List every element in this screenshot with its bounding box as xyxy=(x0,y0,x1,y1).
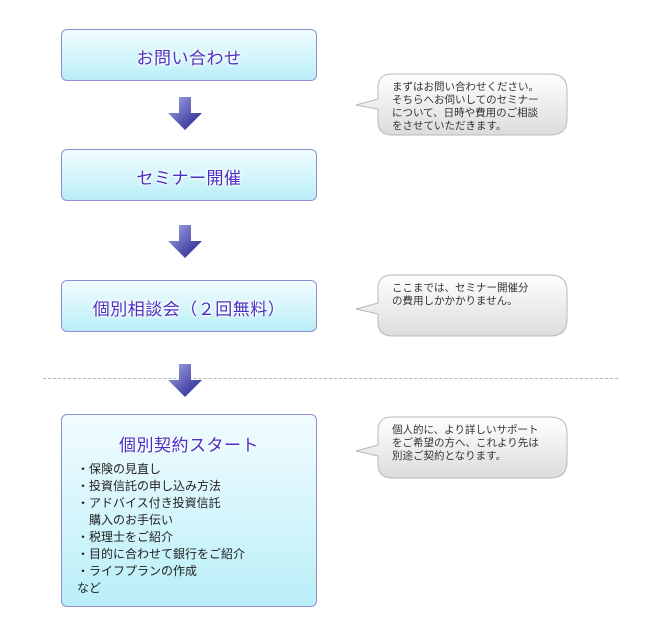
list-item: 購入のお手伝い xyxy=(89,513,174,527)
speech-bubble-shape xyxy=(355,73,568,136)
note-contract-text: 個人的に、より詳しいサポート をご希望の方へ、これより先は 別途ご契約となります… xyxy=(392,424,539,462)
note-consultation-bubble: ここまでは、セミナー開催分 の費用しかかかりません。 xyxy=(354,274,568,337)
list-item: アドバイス付き投資信託 xyxy=(77,495,245,512)
speech-bubble-shape xyxy=(355,274,568,337)
section-divider xyxy=(43,378,618,379)
note-contract-bubble: 個人的に、より詳しいサポート をご希望の方へ、これより先は 別途ご契約となります… xyxy=(354,416,568,479)
arrow-down-icon xyxy=(168,225,202,258)
speech-bubble-shape xyxy=(355,416,568,479)
service-list: 保険の見直し 投資信託の申し込み方法 アドバイス付き投資信託 購入のお手伝い 税… xyxy=(77,461,245,597)
note-inquiry-text: まずはお問い合わせください。 そちらへお伺いしてのセミナー について、日時や費用… xyxy=(392,81,539,132)
step-contract-box: 個別契約スタート 保険の見直し 投資信託の申し込み方法 アドバイス付き投資信託 … xyxy=(61,414,317,607)
step-inquiry-box: お問い合わせ xyxy=(61,29,317,81)
step-seminar-box: セミナー開催 xyxy=(61,149,317,201)
list-item-etc: など xyxy=(77,581,102,595)
step-consultation-title: 個別相談会（２回無料） xyxy=(92,300,286,320)
note-inquiry-bubble: まずはお問い合わせください。 そちらへお伺いしてのセミナー について、日時や費用… xyxy=(354,73,568,136)
step-contract-title: 個別契約スタート xyxy=(119,436,259,456)
list-item: 税理士をご紹介 xyxy=(77,529,245,546)
step-inquiry-title: お問い合わせ xyxy=(136,49,242,69)
note-consultation-text: ここまでは、セミナー開催分 の費用しかかかりません。 xyxy=(392,282,529,307)
list-item: 保険の見直し xyxy=(77,461,245,478)
arrow-down-icon xyxy=(168,97,202,130)
list-item: ライフプランの作成 xyxy=(77,563,245,580)
list-item: 投資信託の申し込み方法 xyxy=(77,478,245,495)
arrow-down-icon xyxy=(168,364,202,397)
step-seminar-title: セミナー開催 xyxy=(136,169,242,189)
list-item: 目的に合わせて銀行をご紹介 xyxy=(77,546,245,563)
step-consultation-box: 個別相談会（２回無料） xyxy=(61,280,317,332)
